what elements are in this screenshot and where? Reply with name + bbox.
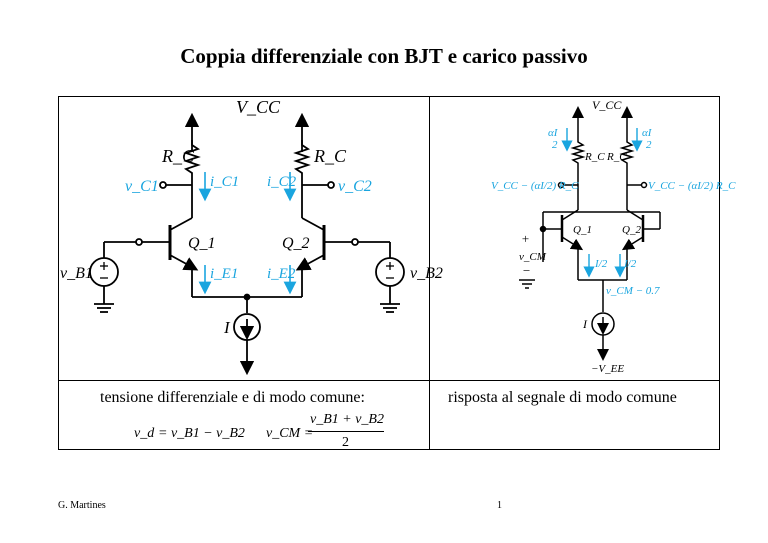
- resistor-rc-right: [619, 135, 635, 185]
- slide-title: Coppia differenziale con BJT e carico pa…: [180, 44, 588, 68]
- resistor-rc1: [183, 140, 201, 185]
- label-current-i-right: I: [582, 317, 588, 331]
- table-column-divider: [429, 96, 430, 450]
- label-vb2: v_B2: [410, 265, 443, 282]
- label-rc1: R_C: [161, 146, 195, 166]
- label-vc2: v_C2: [338, 178, 372, 195]
- label-vcc-right: V_CC: [592, 98, 622, 112]
- caption-right: risposta al segnale di modo comune: [448, 389, 677, 406]
- label-ai-left: αI: [548, 127, 559, 139]
- formula-vd-lhs: v_d: [134, 426, 155, 441]
- label-q2: Q_2: [282, 235, 310, 252]
- formula-vcm-numerator: v_B1 + v_B2: [310, 412, 384, 427]
- right-circuit: [519, 106, 661, 361]
- label-vcm: v_CM: [519, 251, 547, 263]
- label-half-i-left: I/2: [594, 258, 608, 270]
- label-ic2: i_C2: [267, 174, 297, 190]
- left-circuit: [89, 112, 405, 376]
- label-rc-left: R_C: [584, 151, 605, 163]
- label-rc2: R_C: [313, 146, 347, 166]
- label-ie1: i_E1: [210, 266, 238, 282]
- formula-vd-rhs: = v_B1 − v_B2: [158, 426, 245, 441]
- footer-author: G. Martines: [58, 500, 106, 511]
- label-vee: −V_EE: [591, 363, 624, 375]
- label-minus-right: −: [522, 263, 531, 278]
- label-half-i-right: I/2: [623, 258, 637, 270]
- label-vc1: v_C1: [125, 178, 159, 195]
- formula-fraction-bar: [308, 431, 384, 432]
- label-vc-left: V_CC − (αI/2) R_C: [491, 180, 579, 192]
- caption-left: tensione differenziale e di modo comune:: [100, 389, 365, 406]
- label-two-right: 2: [646, 139, 652, 151]
- label-ie2: i_E2: [267, 266, 296, 282]
- formula-vcm-denominator: 2: [342, 435, 349, 450]
- label-ic1: i_C1: [210, 174, 239, 190]
- label-ai-right: αI: [642, 127, 653, 139]
- label-vcc: V_CC: [236, 97, 281, 117]
- table-row-divider: [58, 380, 720, 381]
- content-table: [58, 96, 720, 450]
- label-q1: Q_1: [188, 235, 216, 252]
- footer-page-number: 1: [497, 500, 502, 511]
- label-q2-right: Q_2: [622, 224, 641, 236]
- resistor-rc-left: [570, 135, 586, 185]
- label-vc-right: V_CC − (αI/2) R_C: [648, 180, 736, 192]
- label-vb1: v_B1: [60, 265, 93, 282]
- label-rc-right: R_C: [606, 151, 627, 163]
- resistor-rc2: [293, 140, 311, 185]
- formula-vcm-lhs: v_CM =: [266, 426, 314, 441]
- label-q1-right: Q_1: [573, 224, 592, 236]
- label-two-left: 2: [552, 139, 558, 151]
- label-vcm-minus: v_CM − 0.7: [606, 285, 660, 297]
- label-current-i: I: [223, 318, 231, 337]
- label-plus-right: +: [521, 231, 530, 246]
